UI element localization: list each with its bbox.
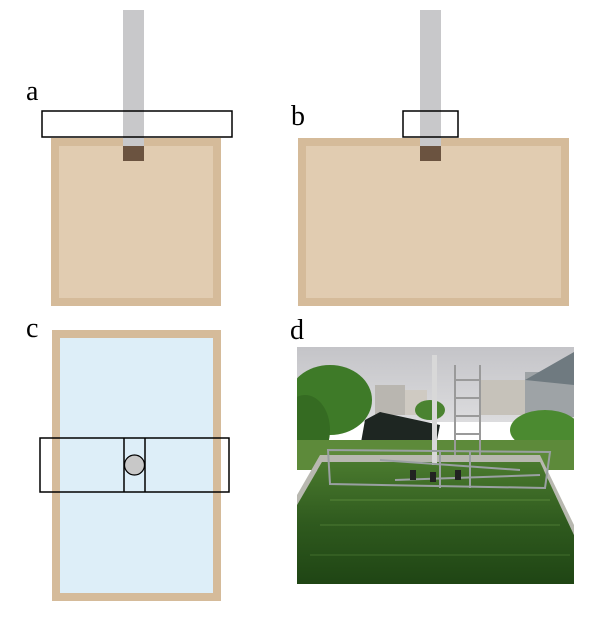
- frame-b: [402, 110, 459, 138]
- panel-d: d: [290, 315, 574, 584]
- rod-a-base: [123, 146, 144, 161]
- photo-device: [410, 470, 416, 480]
- photo-tree: [510, 410, 574, 450]
- frame-a: [41, 110, 233, 138]
- rod-a: [123, 10, 144, 146]
- panel-b: b: [291, 10, 569, 306]
- panel-c: c: [26, 313, 230, 601]
- panel-a-label: a: [26, 76, 39, 107]
- photo-water: [297, 462, 574, 584]
- rod-b: [420, 10, 441, 146]
- panel-b-label: b: [291, 101, 305, 132]
- tank-b-inner: [306, 146, 561, 298]
- frame-c: [39, 437, 230, 493]
- photo-canopy: [525, 352, 574, 385]
- photo-device: [455, 470, 461, 480]
- rod-b-base: [420, 146, 441, 161]
- photo-ladder: [454, 365, 481, 455]
- photo-building: [480, 380, 525, 415]
- float-c: [123, 454, 146, 476]
- photo-device: [430, 472, 436, 482]
- photo-frame: [326, 448, 552, 490]
- panel-a: a: [26, 10, 233, 306]
- photo-pole: [432, 355, 437, 465]
- photo-building: [375, 385, 405, 415]
- panel-d-label: d: [290, 315, 304, 346]
- panel-c-label: c: [26, 313, 38, 344]
- photo: [297, 347, 574, 584]
- photo-tree: [415, 400, 445, 420]
- tank-a-inner: [59, 146, 213, 298]
